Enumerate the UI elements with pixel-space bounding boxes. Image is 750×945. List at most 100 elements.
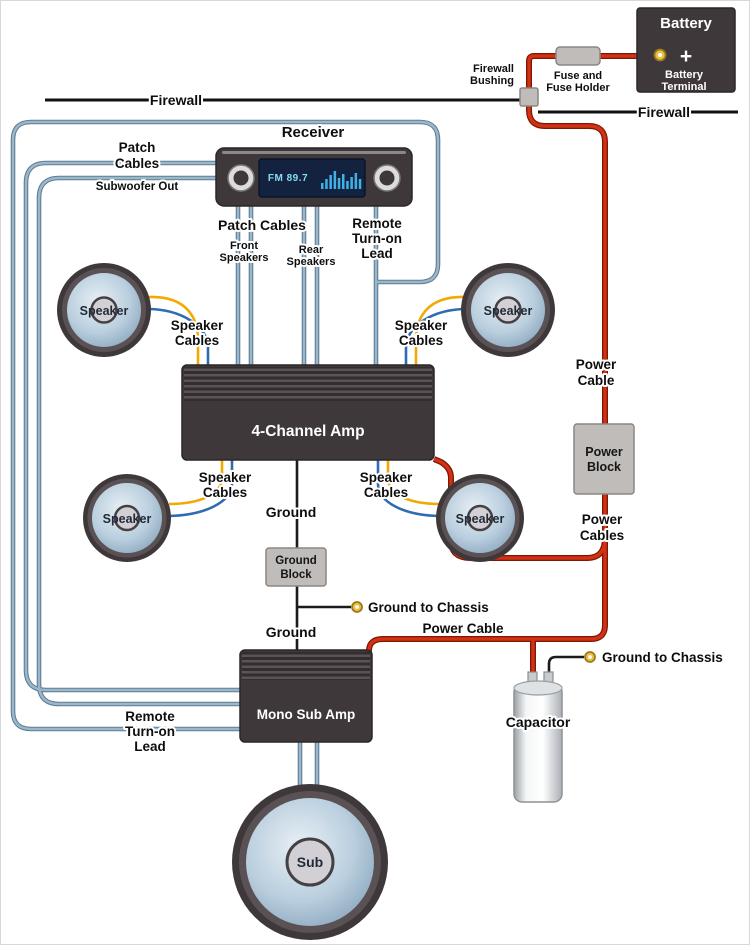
label-power-block-1: Power (585, 445, 623, 459)
firewall-bushing: Firewall Bushing (468, 61, 539, 107)
label-battery-plus: + (680, 45, 692, 68)
speaker-cable-tr-yellow (414, 295, 466, 366)
display-frequency: FM 89.7 (268, 173, 308, 184)
label-remote-bottom-3: Lead (134, 739, 166, 754)
label-remote-top-3: Lead (361, 246, 393, 261)
power-block: Power Block (573, 423, 635, 495)
label-rear-speakers-2: Speakers (287, 256, 336, 268)
fuse-holder: Fuse and Fuse Holder (544, 46, 612, 96)
label-speaker-cables-tr-2: Cables (399, 333, 443, 348)
label-battery-terminal-1: Battery (665, 69, 704, 81)
label-remote-top-2: Turn-on (352, 231, 402, 246)
subwoofer: Sub (232, 784, 388, 940)
label-ground-bottom: Ground (266, 624, 317, 640)
label-patch-subwoofer-1: Patch (119, 140, 156, 155)
speaker-dust-cap (90, 296, 118, 324)
label-speaker-cables-bl-1: Speaker (199, 470, 252, 485)
mono-sub-amp: Mono Sub Amp (239, 649, 373, 743)
speaker-cable-tl-blue (146, 307, 210, 366)
label-patch-cables: Patch Cables (218, 217, 306, 233)
four-channel-amp-fins (184, 367, 432, 401)
chassis-terminal-2 (584, 651, 596, 663)
label-front-speakers-2: Speakers (220, 252, 269, 264)
four-channel-amp: 4-Channel Amp (181, 364, 435, 461)
speaker-cable-tr-blue (404, 307, 468, 366)
ground-to-chassis-wire-2 (547, 655, 584, 676)
label-ground-block-1: Ground (275, 555, 317, 567)
label-ground-to-chassis-1: Ground to Chassis (368, 600, 489, 615)
speaker-cable-bl-blue (165, 459, 234, 518)
battery-terminal-hole (658, 53, 662, 57)
patch-subwoofer-cable-2 (37, 176, 241, 706)
spectrum-bar (321, 183, 324, 189)
label-fuse-2: Fuse Holder (546, 82, 610, 94)
battery-box (636, 7, 736, 93)
speaker-cable-bl-yellow (168, 459, 224, 506)
power-cable-battery-to-block (527, 54, 652, 425)
speaker-cable-tl-yellow (148, 295, 200, 366)
label-speaker-cables-bl-2: Cables (203, 485, 247, 500)
speaker-bottom-right: Speaker (436, 474, 524, 562)
chassis-terminal-1 (351, 601, 363, 613)
capacitor-body (513, 683, 563, 803)
label-front-speakers-1: Front (230, 240, 258, 252)
label-remote-top-1: Remote (352, 216, 402, 231)
label-power-cable-1: Power (576, 357, 617, 372)
spectrum-bar (329, 175, 332, 189)
speaker-bottom-left: Speaker (83, 474, 171, 562)
ground-block: Ground Block (265, 547, 327, 587)
speaker-dust-cap (113, 504, 141, 532)
spectrum-bar (333, 171, 337, 189)
receiver: FM 89.7 (215, 147, 413, 207)
label-speaker-cables-br-2: Cables (364, 485, 408, 500)
spectrum-bar (342, 174, 345, 189)
spectrum-bar (350, 177, 353, 189)
speaker-top-right: Speaker (461, 263, 555, 357)
label-bushing-1: Firewall (473, 63, 514, 75)
spectrum-bar (354, 173, 358, 189)
label-speaker-tr: Speaker (484, 304, 533, 318)
volume-knob-right-center (379, 170, 395, 186)
label-speaker-br: Speaker (456, 512, 505, 526)
spectrum-bar (346, 181, 349, 189)
label-power-cables-2: Cables (580, 528, 624, 543)
label-speaker-cables-tr-1: Speaker (395, 318, 448, 333)
battery: Battery + Battery Terminal (636, 7, 736, 93)
label-capacitor: Capacitor (506, 714, 571, 730)
label-firewall-right: Firewall (638, 104, 690, 120)
label-fuse-1: Fuse and (554, 70, 602, 82)
power-cable-block-to-subamp (367, 493, 607, 653)
speaker-dust-cap (466, 504, 494, 532)
spectrum-bar (358, 179, 362, 189)
label-remote-bottom-1: Remote (125, 709, 175, 724)
label-four-channel-amp: 4-Channel Amp (251, 423, 364, 440)
spectrum-bars (321, 171, 362, 189)
ring-terminal-hole (355, 605, 359, 609)
volume-knob-left-center (233, 170, 249, 186)
patch-subwoofer-cable-1 (24, 161, 241, 692)
capacitor (513, 671, 563, 803)
power-block-body (573, 423, 635, 495)
label-speaker-tl: Speaker (80, 304, 129, 318)
speaker-top-left: Speaker (57, 263, 151, 357)
label-rear-speakers-1: Rear (299, 244, 324, 256)
label-patch-subwoofer-2: Cables (115, 156, 159, 171)
speaker-cable-br-yellow (386, 459, 441, 506)
sub-dust-cap (285, 837, 335, 887)
label-ground-to-chassis-2: Ground to Chassis (602, 650, 723, 665)
label-battery-terminal-2: Terminal (661, 81, 706, 93)
firewall-bushing-body (519, 87, 539, 107)
label-receiver: Receiver (282, 124, 345, 141)
label-bushing-2: Bushing (470, 75, 514, 87)
spectrum-bar (325, 179, 328, 189)
label-speaker-cables-br-1: Speaker (360, 470, 413, 485)
label-speaker-cables-tl-2: Cables (175, 333, 219, 348)
spectrum-bar (337, 178, 341, 189)
label-power-cable-sub: Power Cable (422, 621, 504, 636)
label-ground-top: Ground (266, 504, 317, 520)
label-remote-bottom-2: Turn-on (125, 724, 175, 739)
label-speaker-cables-tl-1: Speaker (171, 318, 224, 333)
label-subwoofer-out: Subwoofer Out (96, 181, 179, 193)
